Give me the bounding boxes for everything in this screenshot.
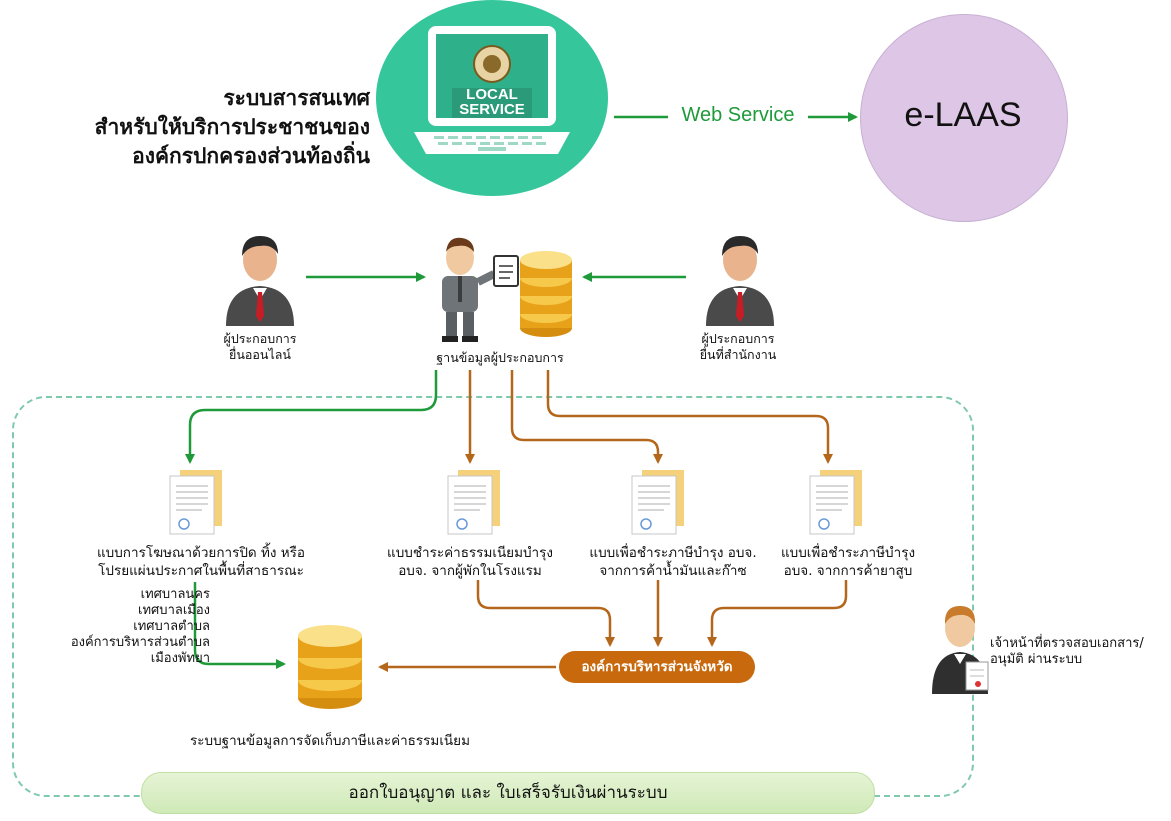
db-to-form3-arrow bbox=[510, 370, 663, 464]
officer-line-2: อนุมัติ ผ่านระบบ bbox=[990, 652, 1083, 667]
form-document-icon-2 bbox=[447, 470, 500, 535]
tax-database-label: ระบบฐานข้อมูลการจัดเก็บภาษีและค่าธรรมเนี… bbox=[190, 733, 470, 749]
form1-line-2: โปรยแผ่นประกาศในพื้นที่สาธารณะ bbox=[98, 563, 304, 579]
online-label-line-1: ผู้ประกอบการ bbox=[223, 331, 297, 346]
local-service-screen-text: LOCAL SERVICE bbox=[452, 87, 532, 117]
office-entrepreneur-label: ผู้ประกอบการ ยื่นที่สำนักงาน bbox=[668, 331, 808, 363]
office-label-line-2: ยื่นที่สำนักงาน bbox=[699, 347, 777, 362]
operator-database-icon bbox=[442, 237, 572, 342]
db-to-form1-arrow bbox=[185, 370, 438, 464]
elaas-circle bbox=[860, 14, 1068, 222]
provincial-org-badge: องค์การบริหารส่วนจังหวัด bbox=[559, 651, 755, 683]
license-receipt-bar: ออกใบอนุญาต และ ใบเสร็จรับเงินผ่านระบบ bbox=[141, 772, 875, 814]
web-service-label: Web Service bbox=[668, 104, 808, 127]
elaas-label: e-LAAS bbox=[904, 96, 1022, 134]
screen-line-2: SERVICE bbox=[459, 101, 525, 118]
laptop-icon bbox=[414, 26, 570, 154]
form-document-icon-3 bbox=[631, 470, 684, 535]
form2-line-1: แบบชำระค่าธรรมเนียมบำรุง bbox=[387, 545, 553, 561]
form3-line-2: จากการค้าน้ำมันและก๊าซ bbox=[599, 563, 747, 579]
local-unit-item: องค์การบริหารส่วนตำบล bbox=[70, 635, 210, 650]
form4-line-1: แบบเพื่อชำระภาษีบำรุง bbox=[780, 545, 916, 561]
office-label-line-1: ผู้ประกอบการ bbox=[701, 331, 775, 346]
title-line-3: องค์กรปกครองส่วนท้องถิ่น bbox=[132, 144, 370, 168]
system-title: ระบบสารสนเทศ สำหรับให้บริการประชาชนของ อ… bbox=[60, 84, 370, 171]
db-to-form4-arrow bbox=[546, 370, 833, 464]
online-entrepreneur-icon bbox=[226, 236, 294, 326]
tax-database-icon bbox=[298, 625, 362, 709]
form-document-icon-1 bbox=[169, 470, 222, 535]
operator-database-label: ฐานข้อมูลผู้ประกอบการ bbox=[436, 350, 564, 365]
form4-line-2: อบจ. จากการค้ายาสูบ bbox=[783, 563, 913, 579]
online-entrepreneur-label: ผู้ประกอบการ ยื่นออนไลน์ bbox=[190, 331, 330, 363]
form2-to-org-arrow bbox=[476, 580, 615, 647]
form-label-3: แบบเพื่อชำระภาษีบำรุง อบจ. จากการค้าน้ำม… bbox=[580, 544, 766, 580]
title-line-1: ระบบสารสนเทศ bbox=[223, 86, 370, 110]
local-unit-item: เทศบาลเมือง bbox=[138, 603, 210, 618]
form3-line-1: แบบเพื่อชำระภาษีบำรุง อบจ. bbox=[589, 545, 757, 561]
database-icon bbox=[520, 251, 572, 337]
local-unit-item: เทศบาลตำบล bbox=[133, 619, 210, 634]
online-label-line-2: ยื่นออนไลน์ bbox=[229, 347, 291, 362]
title-line-2: สำหรับให้บริการประชาชนของ bbox=[94, 115, 370, 139]
officer-line-1: เจ้าหน้าที่ตรวจสอบเอกสาร/ bbox=[990, 636, 1144, 651]
local-unit-item: เมืองพัทยา bbox=[150, 651, 210, 666]
officer-icon bbox=[932, 606, 989, 694]
form4-to-org-arrow bbox=[707, 580, 848, 647]
officer-label: เจ้าหน้าที่ตรวจสอบเอกสาร/ อนุมัติ ผ่านระ… bbox=[990, 636, 1160, 668]
form1-to-taxdb-arrow bbox=[193, 582, 286, 669]
form-label-2: แบบชำระค่าธรรมเนียมบำรุง อบจ. จากผู้พักใ… bbox=[370, 544, 570, 580]
form2-line-2: อบจ. จากผู้พักในโรงแรม bbox=[398, 563, 542, 579]
screen-line-1: LOCAL bbox=[466, 86, 518, 103]
local-unit-list: เทศบาลนคร เทศบาลเมือง เทศบาลตำบล องค์การ… bbox=[52, 587, 210, 667]
form-label-1: แบบการโฆษณาด้วยการปิด ทิ้ง หรือ โปรยแผ่น… bbox=[72, 544, 330, 580]
form1-line-1: แบบการโฆษณาด้วยการปิด ทิ้ง หรือ bbox=[96, 545, 306, 561]
form-label-4: แบบเพื่อชำระภาษีบำรุง อบจ. จากการค้ายาสู… bbox=[760, 544, 936, 580]
local-unit-item: เทศบาลนคร bbox=[140, 587, 210, 602]
office-entrepreneur-icon bbox=[706, 236, 774, 326]
form-document-icon-4 bbox=[809, 470, 862, 535]
